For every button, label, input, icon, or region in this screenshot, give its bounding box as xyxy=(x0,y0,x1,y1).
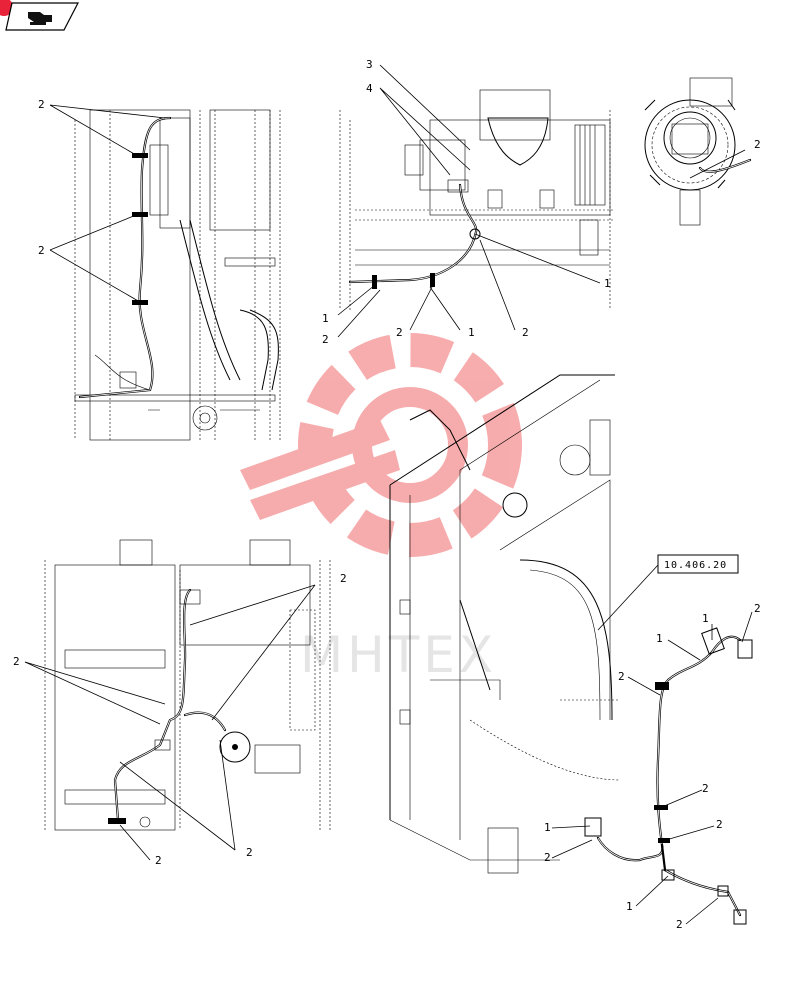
callout-2: 2 xyxy=(340,572,347,585)
callout-1: 1 xyxy=(544,821,551,834)
panel-radiator-iso: 10.406.20 xyxy=(389,374,739,874)
callout-2: 2 xyxy=(754,138,761,151)
callout-2: 2 xyxy=(618,670,625,683)
panel-tank-vertical: 2 2 xyxy=(38,98,281,441)
callout-2: 2 xyxy=(676,918,683,931)
panel-hydraulic-tank: 2 2 2 2 xyxy=(13,539,347,867)
cable-clip xyxy=(132,300,148,305)
watermark: МНТЕХ xyxy=(240,333,522,684)
hand-pointing-icon xyxy=(28,12,52,25)
callout-4: 4 xyxy=(366,82,373,95)
callout-1: 1 xyxy=(468,326,475,339)
back-button[interactable] xyxy=(0,0,79,31)
cable-clip xyxy=(132,153,148,158)
panel-air-cleaner: 3 4 1 1 2 2 1 2 xyxy=(322,58,615,346)
callout-2: 2 xyxy=(396,326,403,339)
panel-turbo-end: 2 xyxy=(644,77,761,226)
callout-1: 1 xyxy=(626,900,633,913)
callout-2: 2 xyxy=(246,846,253,859)
reference-label[interactable]: 10.406.20 xyxy=(664,560,727,571)
callout-2: 2 xyxy=(155,854,162,867)
callout-2: 2 xyxy=(322,333,329,346)
callout-2: 2 xyxy=(754,602,761,615)
callout-1: 1 xyxy=(702,612,709,625)
cable-clip xyxy=(132,212,148,217)
callout-2: 2 xyxy=(544,851,551,864)
callout-2: 2 xyxy=(716,818,723,831)
callout-3: 3 xyxy=(366,58,373,71)
callout-1: 1 xyxy=(604,277,611,290)
callout-2: 2 xyxy=(13,655,20,668)
callout-2: 2 xyxy=(38,244,45,257)
callout-1: 1 xyxy=(656,632,663,645)
callout-1: 1 xyxy=(322,312,329,325)
callout-2: 2 xyxy=(38,98,45,111)
watermark-text: МНТЕХ xyxy=(300,626,497,684)
panel-harness-detail: 1 2 1 2 2 2 1 2 1 2 xyxy=(544,602,761,931)
reference-box[interactable] xyxy=(657,554,739,574)
callout-2: 2 xyxy=(522,326,529,339)
callout-2: 2 xyxy=(702,782,709,795)
